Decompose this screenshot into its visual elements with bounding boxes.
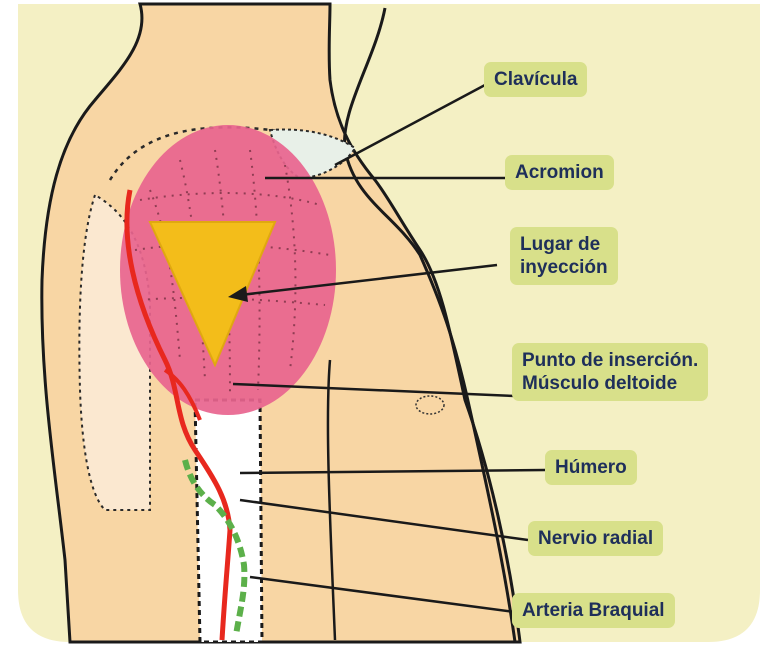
label-nervio-radial: Nervio radial — [528, 521, 663, 556]
label-punto-de-insercion: Punto de inserción. Músculo deltoide — [512, 343, 708, 401]
label-acromion: Acromion — [505, 155, 614, 190]
label-arteria-braquial: Arteria Braquial — [512, 593, 675, 628]
label-clavicula: Clavícula — [484, 62, 587, 97]
label-humero: Húmero — [545, 450, 637, 485]
label-lugar-de-inyeccion: Lugar de inyección — [510, 227, 618, 285]
